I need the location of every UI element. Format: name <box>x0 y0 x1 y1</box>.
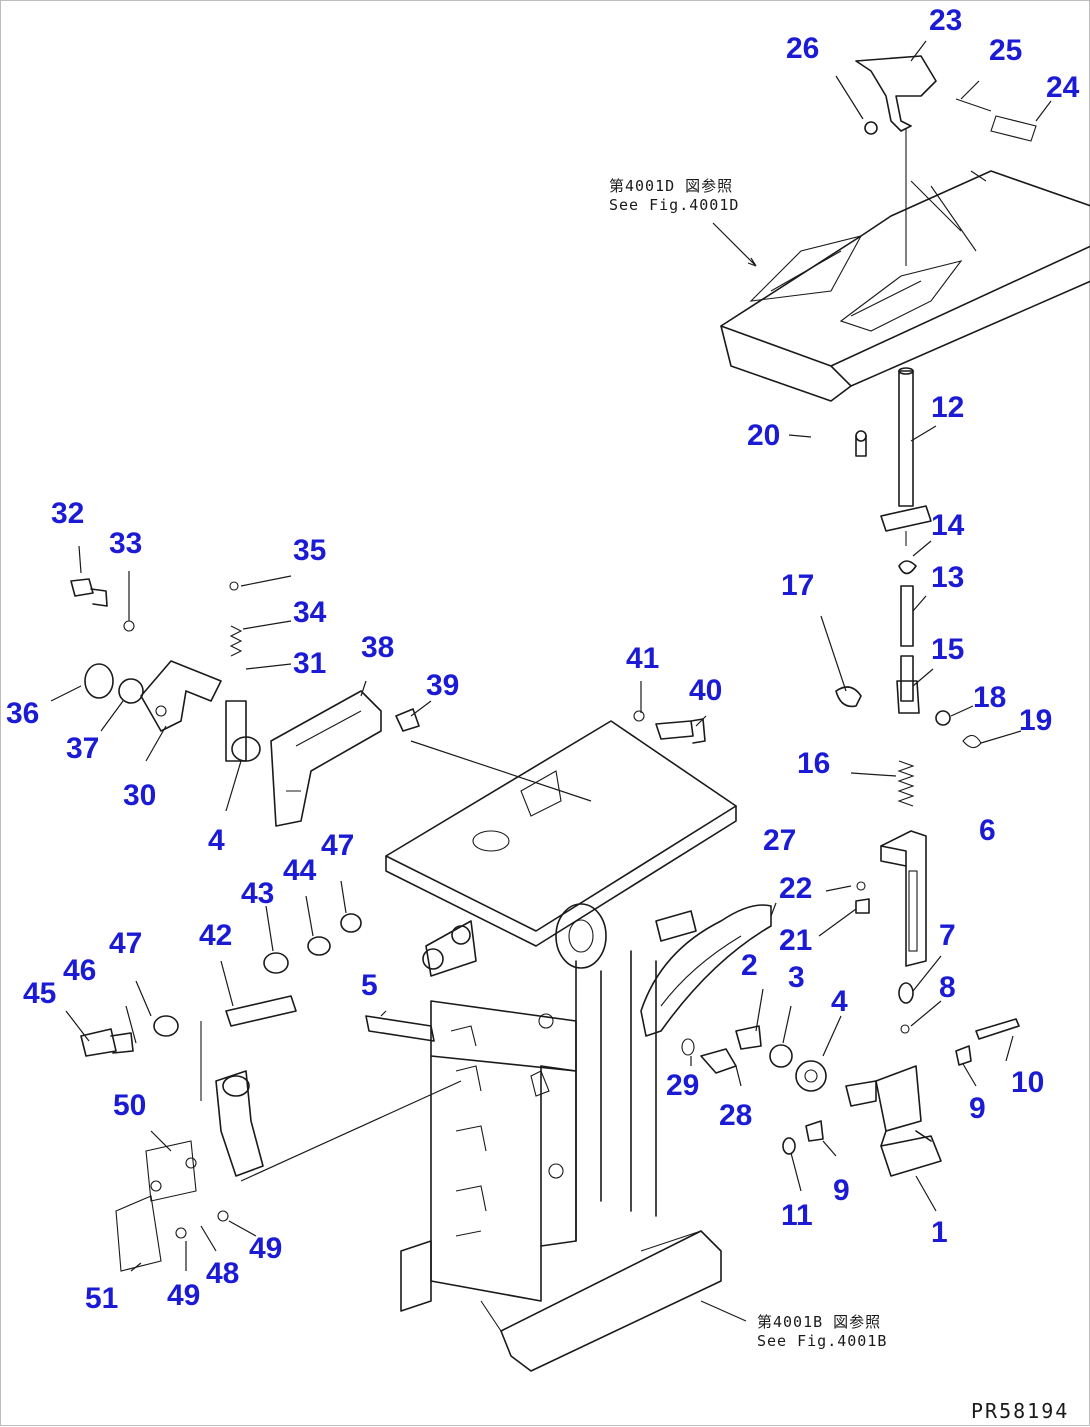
part-label: 18 <box>973 681 1007 714</box>
part-label: 21 <box>779 924 813 957</box>
part-label: 50 <box>113 1089 147 1122</box>
part-label: 20 <box>747 419 781 452</box>
part-label: 26 <box>786 32 820 65</box>
part-label: 8 <box>939 971 956 1004</box>
part-label: 12 <box>931 391 965 424</box>
part-label: 14 <box>931 509 965 542</box>
part-label: 47 <box>109 927 143 960</box>
part-label: 22 <box>779 872 813 905</box>
part-label: 25 <box>989 34 1023 67</box>
part-label: 51 <box>85 1282 119 1315</box>
part-label: 42 <box>199 919 233 952</box>
bracket-6 <box>880 830 927 967</box>
part-label: 48 <box>206 1257 240 1290</box>
left-subassembly <box>70 578 697 1272</box>
main-frame <box>365 720 737 1372</box>
part-label: 15 <box>931 633 965 666</box>
part-label: 49 <box>167 1279 201 1312</box>
reference-note-400IB: 第4001B 図参照 See Fig.4001B <box>757 1313 887 1351</box>
part-label: 29 <box>666 1069 700 1102</box>
part-label: 11 <box>781 1199 813 1232</box>
part-label: 24 <box>1046 71 1080 104</box>
part-label: 36 <box>6 697 40 730</box>
part-label: 10 <box>1011 1066 1045 1099</box>
part-label: 19 <box>1019 704 1053 737</box>
part-label: 39 <box>426 669 460 702</box>
part-label: 27 <box>763 824 797 857</box>
part-label: 45 <box>23 977 57 1010</box>
part-label: 40 <box>689 674 723 707</box>
part-label: 9 <box>969 1092 986 1125</box>
console-cover <box>720 170 1090 402</box>
bolt-40 <box>633 710 706 744</box>
part-label: 17 <box>781 569 815 602</box>
part-label: 1 <box>931 1216 948 1249</box>
part-label: 35 <box>293 534 327 567</box>
part-label: 30 <box>123 779 157 812</box>
part-label: 49 <box>249 1232 283 1265</box>
part-label: 41 <box>626 642 660 675</box>
reference-note-400ID: 第4001D 図参照 See Fig.4001D <box>609 177 739 215</box>
reference-note-jp: 第4001D 図参照 <box>609 177 734 195</box>
part-label: 43 <box>241 877 275 910</box>
lever-assembly <box>855 55 937 807</box>
part-label: 9 <box>833 1174 850 1207</box>
part-label: 28 <box>719 1099 753 1132</box>
part-label: 4 <box>208 824 225 857</box>
part-label: 13 <box>931 561 965 594</box>
part-label: 38 <box>361 631 395 664</box>
reference-note-jp: 第4001B 図参照 <box>757 1313 882 1331</box>
part-label: 33 <box>109 527 143 560</box>
part-label: 34 <box>293 596 327 629</box>
part-label: 32 <box>51 497 85 530</box>
drawing-code: PR58194 <box>971 1399 1070 1423</box>
part-label: 46 <box>63 954 97 987</box>
part-label: 37 <box>66 732 100 765</box>
part-label: 16 <box>797 747 831 780</box>
part-label: 47 <box>321 829 355 862</box>
part-label: 23 <box>929 4 963 37</box>
part-label: 31 <box>293 647 327 680</box>
part-label: 2 <box>741 949 758 982</box>
part-label: 5 <box>361 969 378 1002</box>
reference-note-en: See Fig.4001B <box>757 1331 888 1350</box>
part-label: 44 <box>283 854 317 887</box>
part-label: 6 <box>979 814 996 847</box>
reference-note-en: See Fig.4001D <box>609 195 740 214</box>
link-plate-27 <box>640 904 772 1037</box>
part-label: 3 <box>788 961 805 994</box>
leader-lines <box>50 40 1052 1322</box>
part-label: 7 <box>939 919 956 952</box>
part-label: 4 <box>831 985 848 1018</box>
pivot-bracket-1 <box>681 1018 1020 1177</box>
